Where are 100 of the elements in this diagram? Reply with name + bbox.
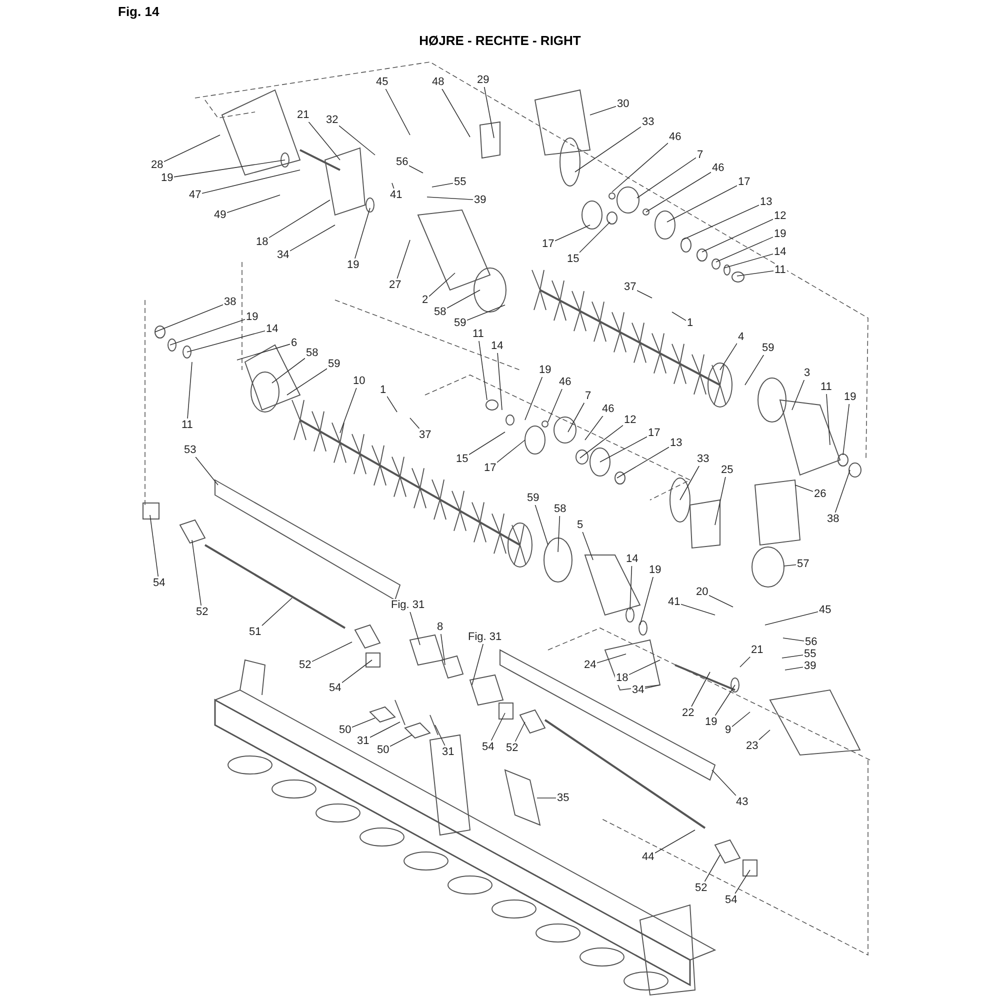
callout-number: 43 bbox=[735, 796, 750, 808]
leader-line bbox=[354, 208, 370, 259]
leader-line bbox=[680, 604, 716, 616]
leader-line bbox=[187, 362, 192, 419]
callout-number: 54 bbox=[328, 682, 342, 694]
leader-line bbox=[600, 436, 648, 462]
leader-line bbox=[636, 157, 696, 198]
leader-line bbox=[262, 598, 292, 626]
leader-line bbox=[834, 470, 850, 513]
callout-number: 59 bbox=[761, 342, 776, 354]
callout-number: 19 bbox=[648, 564, 662, 576]
leader-line bbox=[691, 672, 710, 707]
leader-line bbox=[352, 718, 376, 728]
callout-number: 49 bbox=[213, 208, 228, 222]
leader-line bbox=[432, 182, 454, 188]
leader-line bbox=[434, 724, 446, 746]
leader-line bbox=[732, 712, 750, 728]
leader-line bbox=[534, 504, 548, 546]
leader-line bbox=[150, 514, 159, 577]
leader-line bbox=[720, 342, 738, 370]
callout-number: 56 bbox=[804, 636, 818, 648]
callout-number: 37 bbox=[623, 280, 638, 294]
callout-number: 31 bbox=[441, 746, 456, 758]
leader-line bbox=[784, 666, 804, 670]
leader-line bbox=[312, 642, 352, 662]
leader-line bbox=[385, 88, 410, 136]
leader-line bbox=[579, 222, 610, 253]
callout-number: 33 bbox=[641, 116, 656, 128]
leader-line bbox=[290, 224, 336, 252]
callout-number: 13 bbox=[669, 436, 684, 450]
leader-line bbox=[826, 393, 830, 446]
callout-number: 10 bbox=[352, 374, 366, 388]
callout-number: 26 bbox=[813, 488, 828, 500]
callout-number: 25 bbox=[720, 464, 734, 476]
leader-line bbox=[202, 170, 300, 194]
callout-number: 46 bbox=[668, 130, 682, 144]
leader-line bbox=[496, 440, 526, 463]
callout-number: 46 bbox=[601, 402, 616, 416]
callout-number: 52 bbox=[298, 658, 312, 672]
callout-number: 18 bbox=[615, 672, 630, 684]
leader-line bbox=[408, 165, 424, 174]
leader-line bbox=[192, 540, 202, 606]
leader-line bbox=[582, 531, 594, 560]
leader-line bbox=[514, 722, 526, 742]
callout-number: 6 bbox=[290, 336, 298, 350]
leader-line bbox=[596, 654, 626, 664]
callout-number: 3 bbox=[803, 366, 812, 380]
leader-line bbox=[428, 272, 456, 297]
leader-line bbox=[236, 344, 290, 360]
callout-number: 13 bbox=[759, 196, 774, 208]
leader-line bbox=[340, 387, 358, 434]
leader-line bbox=[782, 638, 804, 642]
callout-number: 54 bbox=[724, 894, 738, 906]
callout-number: 28 bbox=[150, 158, 164, 172]
callout-number: 59 bbox=[327, 358, 342, 370]
callout-number: 53 bbox=[183, 444, 198, 456]
callout-number: 46 bbox=[711, 162, 726, 174]
leader-line bbox=[308, 121, 340, 160]
callout-number: 12 bbox=[773, 210, 788, 222]
callout-number: 45 bbox=[818, 604, 832, 616]
callout-number: 45 bbox=[375, 76, 390, 88]
callout-number: 15 bbox=[455, 452, 470, 466]
callout-number: 19 bbox=[773, 228, 788, 240]
leader-line bbox=[286, 368, 328, 396]
leader-line bbox=[682, 204, 760, 240]
leader-line bbox=[654, 830, 696, 854]
leader-line bbox=[636, 290, 652, 298]
leader-line bbox=[440, 633, 446, 666]
callout-number: 18 bbox=[255, 236, 270, 248]
leader-line bbox=[558, 515, 560, 552]
leader-line bbox=[484, 86, 494, 138]
leader-line bbox=[272, 358, 306, 384]
callout-number: 39 bbox=[473, 194, 488, 206]
leader-line bbox=[740, 656, 751, 668]
leader-line bbox=[154, 304, 224, 332]
leader-line bbox=[466, 304, 506, 321]
callout-number: 57 bbox=[796, 558, 810, 570]
leader-line bbox=[640, 576, 654, 626]
leader-line bbox=[568, 402, 585, 432]
leader-line bbox=[734, 870, 750, 894]
leader-line bbox=[386, 396, 398, 412]
callout-number: 52 bbox=[505, 742, 520, 754]
callout-number: 17 bbox=[647, 426, 662, 440]
leader-line bbox=[524, 376, 543, 420]
leader-line bbox=[680, 465, 700, 500]
figure-label: Fig. 14 bbox=[118, 4, 160, 19]
callout-number: 51 bbox=[248, 626, 262, 638]
callout-number: 34 bbox=[631, 684, 646, 696]
callout-number: 55 bbox=[803, 648, 818, 660]
callout-number: 52 bbox=[694, 882, 708, 894]
callout-number: 58 bbox=[553, 502, 568, 516]
callout-number: 21 bbox=[750, 644, 764, 656]
leader-line bbox=[744, 354, 764, 386]
callout-number: 7 bbox=[584, 390, 592, 402]
callout-number: 8 bbox=[436, 620, 444, 634]
callout-number: 34 bbox=[276, 248, 290, 262]
leader-line bbox=[268, 200, 330, 238]
leader-line bbox=[630, 565, 632, 610]
leader-line bbox=[226, 194, 280, 214]
callout-number: 56 bbox=[395, 156, 410, 168]
